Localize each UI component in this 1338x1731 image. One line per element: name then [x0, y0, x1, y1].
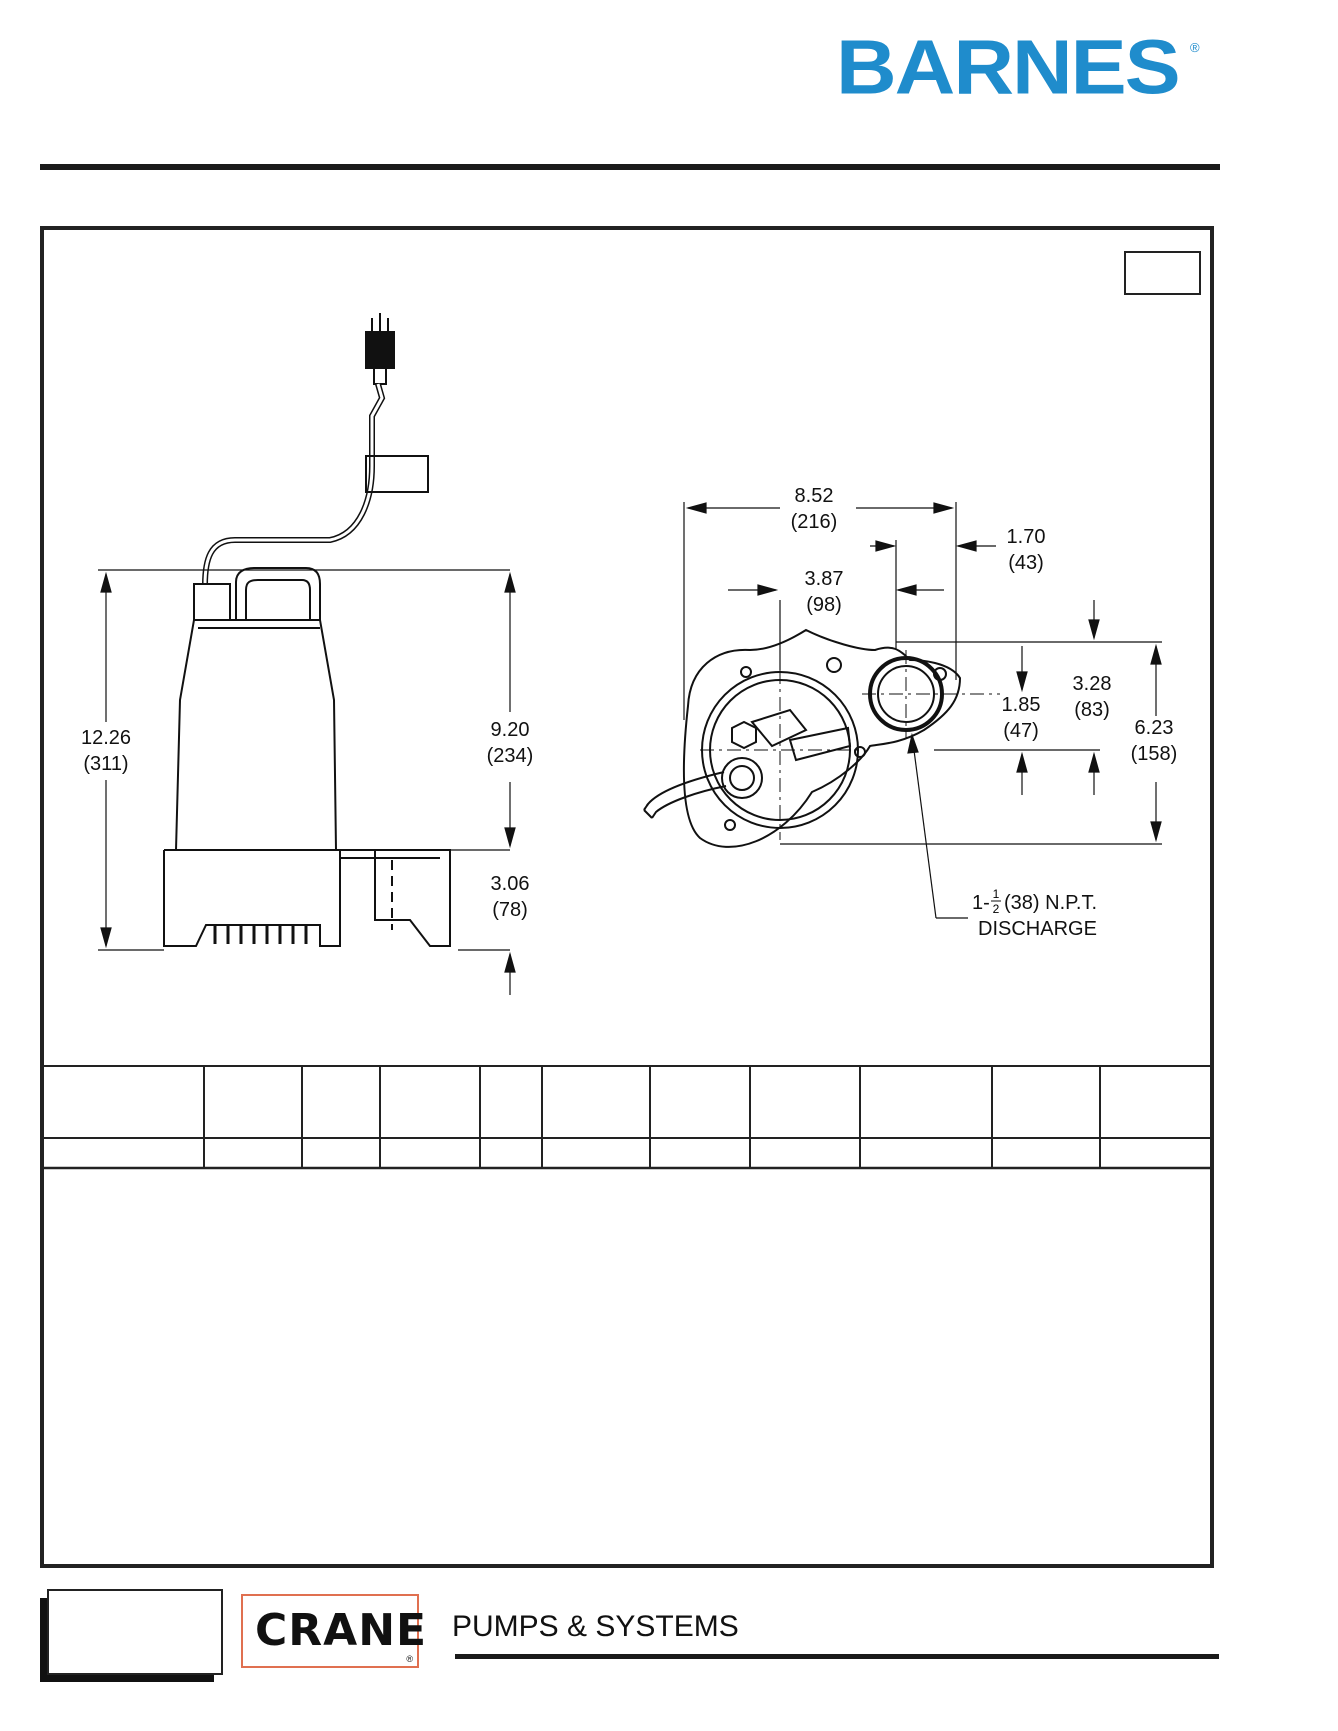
right-dimension-lines — [683, 502, 1162, 919]
dim-top-to-center: 3.28 — [1073, 673, 1112, 695]
dim-discharge-to-center-mm: (47) — [1003, 720, 1039, 742]
dim-overall-height-mm: (311) — [83, 753, 128, 775]
spec-table — [42, 1065, 1212, 1170]
drawing-frame — [40, 226, 1214, 1568]
dim-overall-width: 8.52 — [795, 485, 834, 507]
dim-center-offset: 3.87 — [805, 568, 844, 590]
centerlines — [700, 650, 1000, 840]
discharge-size-suffix: (38) N.P.T. — [1004, 892, 1097, 914]
dim-overall-depth-mm: (158) — [1131, 743, 1178, 765]
discharge-frac-den: 2 — [993, 902, 1000, 916]
pump-side-view — [163, 313, 451, 947]
dim-overall-depth: 6.23 — [1135, 717, 1174, 739]
dim-discharge-offset-mm: (43) — [1008, 552, 1044, 574]
barnes-logo: BARNES — [836, 23, 1181, 110]
discharge-size-prefix: 1- — [972, 892, 990, 914]
document-number-box — [40, 1589, 223, 1682]
dim-overall-height: 12.26 — [81, 727, 131, 749]
footer-rule — [455, 1654, 1219, 1659]
header-rule — [40, 164, 1220, 170]
left-dimension-lines — [98, 569, 516, 995]
footer-tagline: PUMPS & SYSTEMS — [452, 1610, 739, 1643]
discharge-frac-num: 1 — [993, 887, 1000, 901]
dim-base-height: 3.06 — [491, 873, 530, 895]
dim-base-height-mm: (78) — [492, 899, 528, 921]
discharge-label: DISCHARGE — [978, 918, 1097, 940]
dim-discharge-to-center: 1.85 — [1002, 694, 1041, 716]
dim-top-to-center-mm: (83) — [1074, 699, 1110, 721]
crane-logo: CRANE ® — [241, 1594, 426, 1668]
logo-registered-mark: ® — [1190, 40, 1200, 55]
revision-box — [1124, 251, 1201, 295]
dim-center-offset-mm: (98) — [806, 594, 842, 616]
dim-body-height-mm: (234) — [487, 745, 534, 767]
dim-overall-width-mm: (216) — [791, 511, 838, 533]
dim-discharge-offset: 1.70 — [1007, 526, 1046, 548]
dim-body-height: 9.20 — [491, 719, 530, 741]
